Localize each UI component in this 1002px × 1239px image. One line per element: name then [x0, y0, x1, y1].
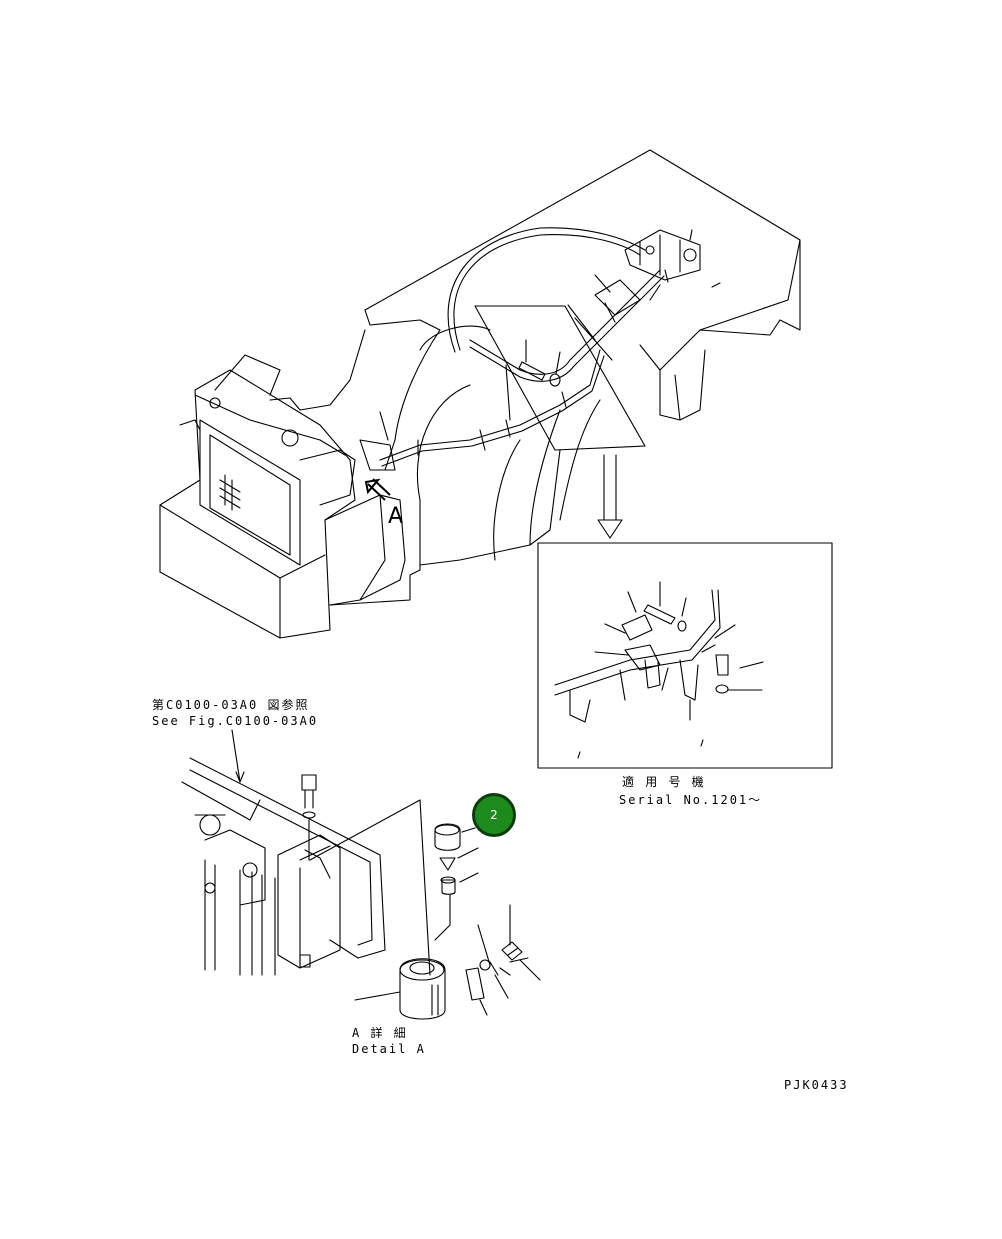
- serial-jp-label: 適 用 号 機: [622, 775, 706, 789]
- serial-en-label: Serial No.1201〜: [619, 793, 763, 807]
- see-fig-jp-label: 第C0100-03A0 図参照: [152, 698, 310, 712]
- callout-2[interactable]: 2: [472, 793, 516, 837]
- inset-arrow: [597, 454, 623, 539]
- drawing-code: PJK0433: [784, 1078, 849, 1092]
- detail-jp-label: A 詳 細: [352, 1026, 408, 1040]
- detail-a-view: [181, 729, 541, 1020]
- projection-triangle: [474, 305, 646, 451]
- detail-en-label: Detail A: [352, 1042, 426, 1056]
- machine-frame: [159, 149, 801, 639]
- see-fig-en-label: See Fig.C0100-03A0: [152, 714, 319, 728]
- view-arrow-letter: A: [388, 504, 404, 529]
- serial-inset-frame: [537, 542, 833, 769]
- view-arrow-a: [364, 478, 391, 501]
- cable-harness: [379, 227, 721, 467]
